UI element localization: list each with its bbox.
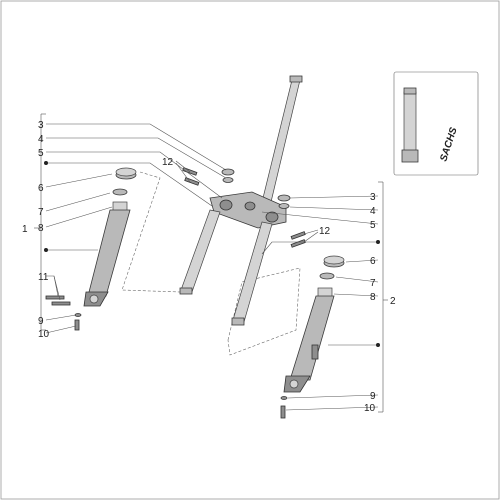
callout-4-right: 4	[370, 206, 376, 217]
left-fork-assembly	[45, 167, 137, 331]
right-fork-assembly	[280, 255, 345, 419]
callout-11-left: 11	[38, 272, 49, 283]
callout-6-right: 6	[370, 256, 376, 267]
right-bracket	[378, 181, 388, 413]
callout-12-right: 12	[319, 226, 331, 237]
left-bracket	[34, 113, 46, 331]
right-callouts: 3 4 5 12 6 7 8 2 9 10	[319, 192, 396, 414]
callout-10-right: 10	[364, 403, 376, 414]
callout-1: 1	[22, 224, 28, 235]
steering-stem	[209, 75, 303, 229]
callout-12-left: 12	[162, 157, 174, 168]
callout-9-right: 9	[370, 391, 376, 402]
dashed-lines	[121, 171, 301, 356]
left-callouts: 3 4 5 6 7 8 1 11 9 10 12	[22, 120, 174, 340]
callout-8-right: 8	[370, 292, 376, 303]
right-leader-lines	[261, 195, 379, 411]
callout-10-left: 10	[38, 329, 50, 340]
callout-7-right: 7	[370, 278, 376, 289]
callout-6-left: 6	[38, 183, 44, 194]
callout-5-left: 5	[38, 148, 44, 159]
center-seals	[182, 167, 306, 248]
callout-9-left: 9	[38, 316, 44, 327]
callout-8-left: 8	[38, 223, 44, 234]
callout-3-right: 3	[370, 192, 376, 203]
inset-box: SACHS	[393, 71, 479, 176]
callout-4-left: 4	[38, 134, 44, 145]
callout-3-left: 3	[38, 120, 44, 131]
callout-5-right: 5	[370, 220, 376, 231]
callout-7-left: 7	[38, 207, 44, 218]
bullet-dots	[44, 161, 380, 347]
center-fork-legs	[179, 209, 273, 326]
left-leader-lines	[45, 123, 227, 334]
callout-2: 2	[390, 296, 396, 307]
